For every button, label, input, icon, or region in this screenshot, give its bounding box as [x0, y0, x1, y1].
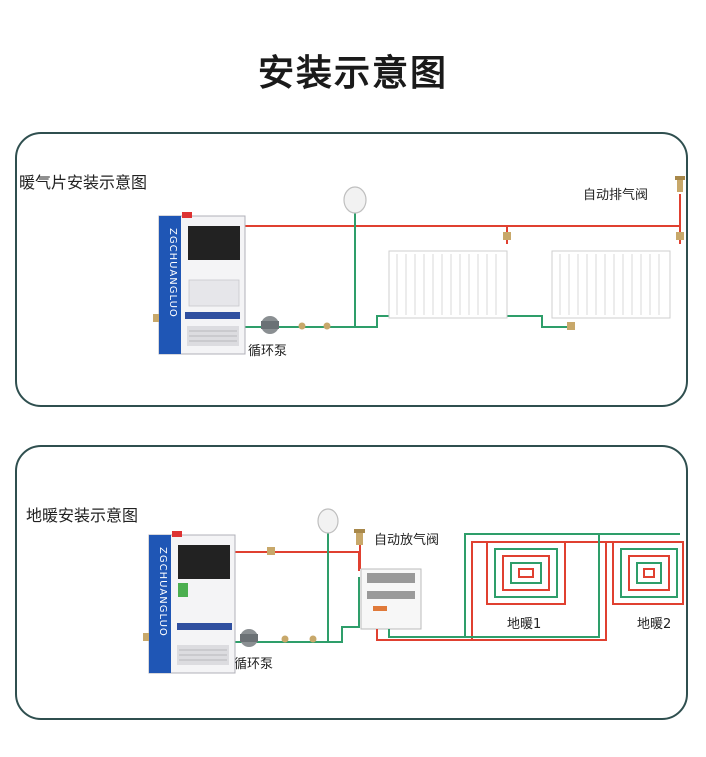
boiler-brand-text: ZGCHUANGLUO [167, 228, 178, 318]
supply-valve [267, 547, 275, 555]
return-valve [298, 322, 306, 330]
auto-air-vent-label: 自动排气阀 [583, 188, 649, 203]
radiator-diagram-svg [153, 176, 685, 355]
supply-pipe [235, 551, 360, 571]
drain-valve [143, 633, 149, 641]
floor-heating-diagram-panel: 地暖安装示意图 自动放气阀 循环泵 地暖1 地暖2 [15, 445, 688, 720]
auto-air-release-label: 自动放气阀 [374, 533, 440, 548]
return-valve [309, 635, 317, 643]
floor-zone-2-label: 地暖2 [637, 617, 672, 632]
return-pipe [235, 577, 360, 643]
boiler-unit [158, 212, 246, 355]
circulation-pump-label: 循环泵 [234, 657, 274, 672]
drain-valve [153, 314, 159, 322]
expansion-tank [317, 508, 339, 534]
boiler-brand-text: ZGCHUANGLUO [157, 547, 168, 637]
circulation-pump [240, 629, 258, 647]
radiator-diagram-panel: 暖气片安装示意图 自动排气阀 循环泵 [15, 132, 688, 407]
floor-section-title: 地暖安装示意图 [26, 506, 139, 525]
return-valve [323, 322, 331, 330]
radiator-valve [676, 232, 684, 240]
expansion-tank [343, 186, 367, 214]
auto-air-release-icon [354, 529, 365, 545]
zone2-return-pipe [465, 534, 600, 638]
floor-heating-diagram-svg [143, 508, 684, 674]
floor-zone-1-coil [486, 541, 566, 605]
page-title: 安装示意图 [257, 53, 448, 94]
circulation-pump-label: 循环泵 [248, 344, 288, 359]
radiator-valve [503, 232, 511, 240]
return-valve [281, 635, 289, 643]
floor-zone-2-coil [612, 541, 684, 605]
radiator-section-title: 暖气片安装示意图 [19, 173, 148, 192]
auto-air-vent-icon [675, 176, 685, 192]
boiler-unit [148, 531, 236, 674]
radiator-1 [388, 250, 508, 319]
circulation-pump [261, 316, 279, 334]
manifold [360, 568, 422, 630]
zone2-supply-pipe [472, 542, 607, 641]
radiator-2 [551, 250, 671, 319]
supply-pipe [245, 194, 681, 227]
floor-zone-1-label: 地暖1 [507, 617, 542, 632]
radiator-valve [567, 322, 575, 330]
